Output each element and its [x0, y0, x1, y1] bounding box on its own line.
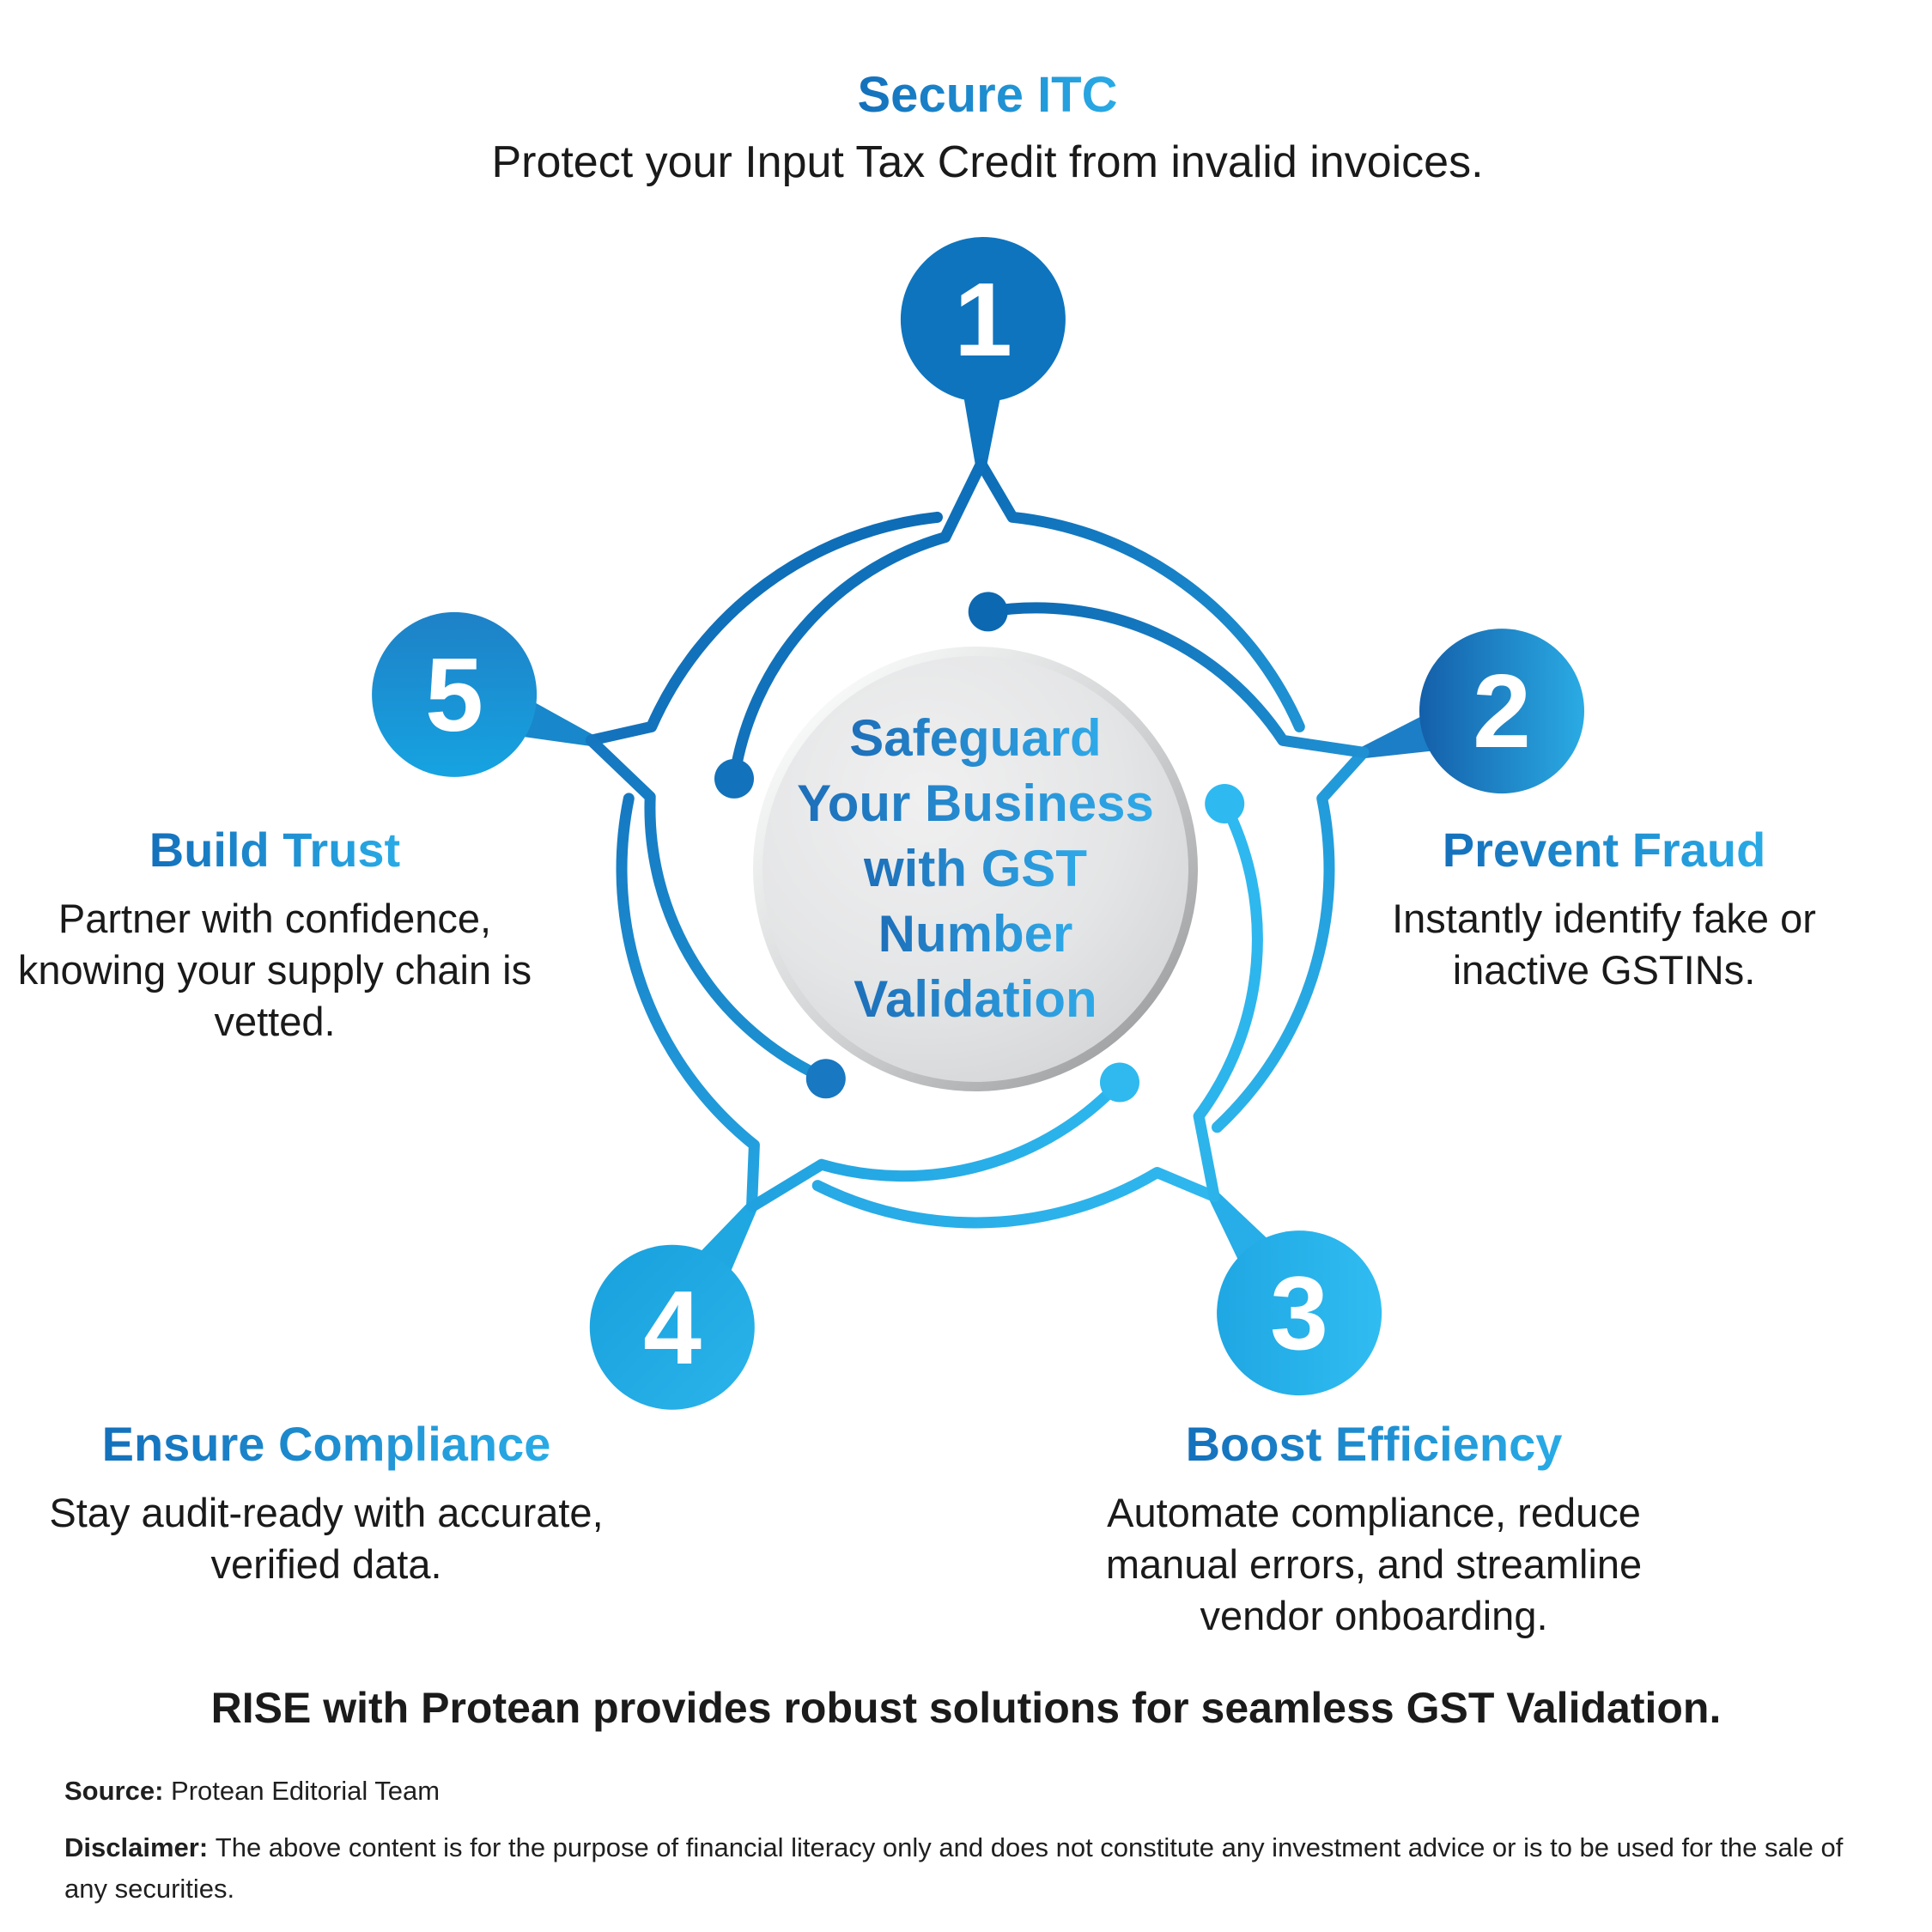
step-5-block: Build Trust: [9, 823, 541, 878]
ring-arc-2: [1212, 746, 1370, 1133]
step-ball-3: [1217, 1230, 1382, 1396]
source-label: Source:: [64, 1776, 172, 1806]
inner-arc-3: [1193, 798, 1263, 1202]
inner-arc-1: [728, 458, 987, 785]
circuit-dot-bottom-left: [805, 1059, 846, 1099]
step-ball-1: [900, 237, 1066, 402]
source-note: Source: Protean Editorial Team: [64, 1771, 1782, 1812]
center-title-line: Safeguard: [849, 706, 1101, 771]
step-number-4: 4: [643, 1269, 702, 1386]
disclaimer-label: Disclaimer:: [64, 1832, 216, 1862]
step-number-1: 1: [954, 261, 1012, 378]
circuit-dot-left: [714, 758, 754, 799]
center-title-line: Your Business: [797, 771, 1154, 836]
circuit-dot-top: [968, 592, 1008, 632]
center-circle: [762, 656, 1188, 1082]
source-value: Protean Editorial Team: [171, 1776, 440, 1806]
step-2-block: Prevent Fraud: [1346, 823, 1862, 878]
step-ball-4: [589, 1244, 755, 1410]
inner-arc-2: [982, 602, 1370, 758]
center-title: Safeguard Your Business with GST Number …: [761, 659, 1190, 1078]
ring-arc-1: [975, 458, 1305, 732]
step-3-heading: Boost Efficiency: [1185, 1417, 1563, 1471]
circuit-dot-right: [1205, 784, 1245, 823]
circuit-dot-bottom-right: [1100, 1062, 1139, 1103]
center-title-line: Validation: [854, 967, 1097, 1032]
center-title-line: with GST: [864, 836, 1087, 902]
disclaimer-note: Disclaimer: The above content is for the…: [64, 1827, 1869, 1910]
step-3-block: Boost Efficiency: [1056, 1417, 1692, 1472]
step-ball-5: [372, 611, 538, 777]
step-ball-2: [1419, 629, 1584, 794]
step-3-body: Automate compliance, reduce manual error…: [1105, 1490, 1643, 1639]
center-title-line: Number: [878, 902, 1073, 967]
step-number-5: 5: [425, 636, 483, 753]
footer-tagline: RISE with Protean provides robust soluti…: [210, 1684, 1722, 1732]
ring-arc-4: [616, 793, 760, 1213]
step-2-body: Instantly identify fake or inactive GSTI…: [1392, 896, 1816, 993]
step-number-3: 3: [1270, 1255, 1328, 1371]
ring-arc-3: [811, 1167, 1220, 1229]
step-1-body: Protect your Input Tax Credit from inval…: [491, 137, 1484, 187]
disclaimer-text: The above content is for the purpose of …: [64, 1832, 1844, 1905]
step-4-heading: Ensure Compliance: [101, 1417, 551, 1471]
ring-arc-5: [585, 511, 943, 746]
step-1-block: Secure ITC Protect your Input Tax Credit…: [343, 67, 1631, 188]
step-2-heading: Prevent Fraud: [1442, 823, 1766, 877]
inner-arc-4: [746, 1077, 1126, 1213]
step-5-heading: Build Trust: [149, 823, 401, 877]
step-4-block: Ensure Compliance: [0, 1417, 653, 1472]
step-number-2: 2: [1473, 653, 1531, 769]
step-4-body: Stay audit-ready with accurate, verified…: [49, 1490, 604, 1588]
step-1-heading: Secure ITC: [857, 67, 1118, 123]
inner-arc-5: [585, 734, 832, 1084]
step-5-body: Partner with confidence, knowing your su…: [17, 896, 532, 1045]
